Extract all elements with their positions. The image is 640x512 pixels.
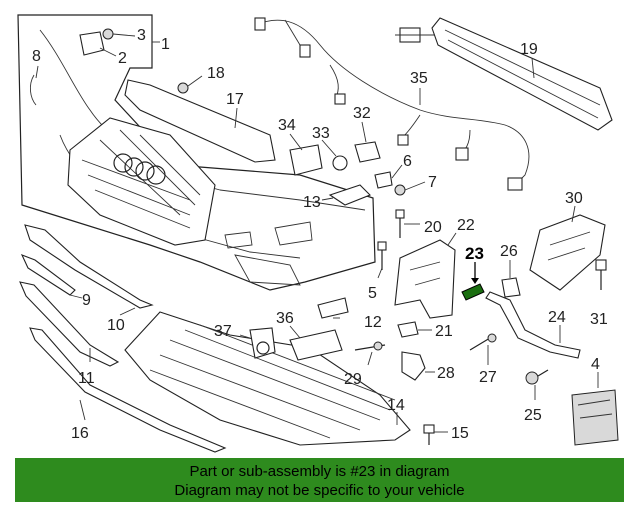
part-19-impact-bar	[431, 17, 613, 131]
callout-29: 29	[344, 371, 362, 388]
callout-23[interactable]: 23	[465, 244, 484, 263]
callout-7: 7	[428, 174, 437, 191]
callout-6: 6	[403, 153, 412, 170]
part-27-pin	[469, 333, 497, 365]
callout-28: 28	[437, 365, 455, 382]
bumper-cover-group	[17, 14, 376, 291]
part-31-bolt	[595, 259, 607, 290]
callout-9: 9	[82, 292, 91, 309]
part-7-bolt	[394, 181, 426, 196]
part-34-sensor-bracket	[289, 144, 323, 176]
part-21-nut	[397, 321, 432, 338]
logo-rings	[113, 153, 166, 185]
part-9-trim	[24, 224, 154, 309]
callout-17: 17	[226, 91, 244, 108]
callout-11: 11	[78, 370, 95, 387]
part-30-side-bracket	[529, 205, 606, 291]
callout-19: 19	[520, 41, 538, 58]
part-15-bolt	[423, 424, 448, 445]
part-23-bolt[interactable]	[461, 262, 485, 301]
part-6-nut	[374, 171, 393, 189]
callout-2: 2	[118, 50, 127, 67]
callout-25: 25	[524, 407, 542, 424]
callout-32: 32	[353, 105, 371, 122]
info-banner: Part or sub-assembly is #23 in diagram D…	[15, 458, 624, 502]
callout-18: 18	[207, 65, 225, 82]
part-28-bracket	[401, 351, 426, 381]
part-13-bracket	[328, 184, 371, 206]
callout-15: 15	[451, 425, 469, 442]
callout-34: 34	[278, 117, 296, 134]
part-20-bolt	[395, 209, 420, 238]
part-11-trim	[19, 281, 120, 367]
callout-31: 31	[590, 311, 608, 328]
part-36-sensor	[289, 329, 343, 361]
part-22-bracket	[394, 232, 457, 319]
callout-37: 37	[214, 323, 232, 340]
callout-14: 14	[387, 397, 405, 414]
callout-1: 1	[161, 36, 170, 53]
part-26-clip	[501, 277, 521, 298]
part-17-bracket	[124, 79, 276, 163]
callout-5: 5	[368, 285, 377, 302]
part-35-harness	[254, 17, 530, 191]
callout-13: 13	[303, 194, 321, 211]
callout-21: 21	[435, 323, 453, 340]
part-16-trim	[29, 327, 227, 453]
part-24-strap	[485, 291, 581, 359]
callout-24: 24	[548, 309, 566, 326]
callout-30: 30	[565, 190, 583, 207]
part-32-sensor	[354, 141, 381, 163]
callout-16: 16	[71, 425, 89, 442]
part-12-seal	[317, 297, 349, 319]
part-33-ring	[332, 155, 348, 171]
callout-8: 8	[32, 48, 41, 65]
part-5-bolt	[377, 241, 387, 279]
banner-line-2: Diagram may not be specific to your vehi…	[174, 482, 465, 499]
callout-36: 36	[276, 310, 294, 327]
part-37-holder	[239, 327, 276, 359]
callout-10: 10	[107, 317, 125, 334]
part-8-seal	[29, 74, 37, 106]
callout-26: 26	[500, 243, 518, 260]
callout-12: 12	[364, 314, 382, 331]
callout-22: 22	[457, 217, 475, 234]
callout-35: 35	[410, 70, 428, 87]
callout-33: 33	[312, 125, 330, 142]
banner-line-1: Part or sub-assembly is #23 in diagram	[189, 463, 450, 480]
parts-diagram: 1 2 3 4 5 6 7 8 9 10 11 12 13 14 15 16 1…	[17, 14, 619, 453]
part-18-clip	[177, 75, 203, 94]
part-14-undertray	[124, 311, 411, 446]
bracket-small-parts	[79, 28, 160, 57]
callout-27: 27	[479, 369, 497, 386]
callout-20: 20	[424, 219, 442, 236]
part-10-trim	[20, 254, 76, 296]
callout-4: 4	[591, 356, 600, 373]
callout-3: 3	[137, 27, 146, 44]
part-25-bolt	[525, 369, 549, 400]
part-29-pin	[354, 341, 386, 366]
part-4-hardware-bag	[571, 372, 619, 446]
